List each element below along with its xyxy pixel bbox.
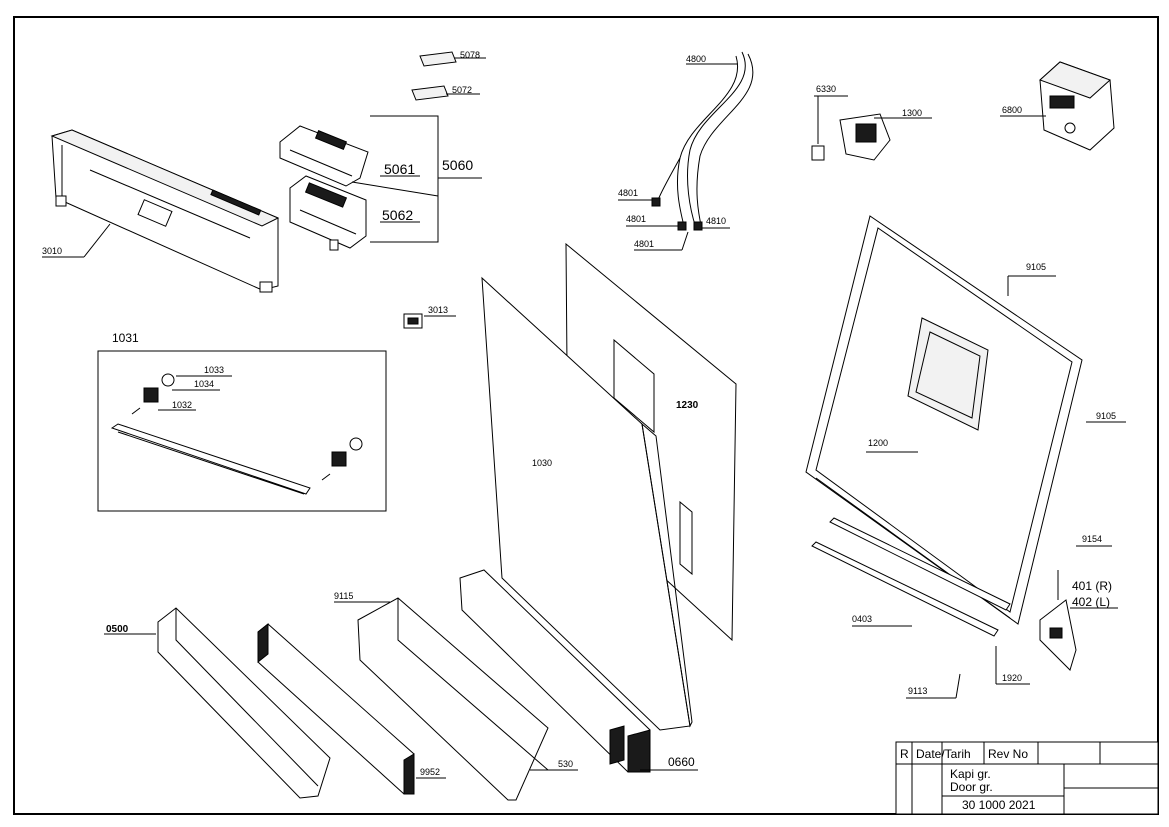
wiring-harness-4800 [651,51,754,231]
callout-1031: 1031 [112,331,139,345]
callout-0500: 0500 [106,624,129,635]
callout-1200: 1200 [868,438,888,448]
callout-3013: 3013 [428,305,448,315]
module-5062 [289,175,367,251]
callout-1030: 1030 [532,458,552,468]
callout-9154: 9154 [1082,534,1102,544]
title-block-r: R [900,747,909,761]
callout-5060: 5060 [442,157,473,173]
title-block-date-header: Date/Tarih [916,747,971,761]
callout-4800: 4800 [686,54,706,64]
bracket-5060 [370,115,439,243]
callout-4801-a: 4801 [618,188,638,198]
inner-door-1200 [805,215,1083,625]
callout-9105-a: 9105 [1026,262,1046,272]
panel-530 [357,597,549,801]
callout-4810: 4810 [706,216,726,226]
callout-3010: 3010 [42,246,62,256]
callout-6800: 6800 [1002,105,1022,115]
callout-9952: 9952 [420,767,440,777]
callout-4801-c: 4801 [634,239,654,249]
strip-5078 [419,51,457,67]
callout-9113: 9113 [908,686,927,696]
strip-5072 [411,85,449,101]
callout-6330: 6330 [816,84,836,94]
callout-0403: 0403 [852,614,872,624]
title-block-rev-header: Rev No [988,747,1028,761]
title-block-title-tr: Kapi gr. [950,767,991,781]
callout-0660: 0660 [668,755,695,769]
callout-402: 402 (L) [1072,595,1110,609]
callout-1230: 1230 [676,400,699,411]
door-lock-1300 [811,113,891,161]
outer-door-1030 [481,276,693,731]
callout-1920: 1920 [1002,673,1022,683]
callout-9105-b: 9105 [1096,411,1116,421]
callout-1300: 1300 [902,108,922,118]
callout-5061: 5061 [384,161,415,177]
callout-5072: 5072 [452,85,472,95]
title-block-drawing-no: 30 1000 2021 [962,798,1036,812]
callout-9115: 9115 [334,591,353,601]
panel-9952 [257,622,415,795]
callout-5062: 5062 [382,207,413,223]
callout-530: 530 [558,759,573,769]
title-block [895,741,1159,815]
title-block-title-en: Door gr. [950,780,993,794]
strip-0403 [811,517,1011,637]
inset-1031 [97,350,387,512]
panel-0660 [459,569,651,773]
handle-1031 [110,373,363,495]
callout-1034: 1034 [194,379,214,389]
dispenser-6800 [1039,61,1115,151]
callout-401: 401 (R) [1072,579,1112,593]
module-5061 [279,125,369,187]
callout-5078: 5078 [460,50,480,60]
hinge-401-402 [1039,570,1077,671]
plinth-0500 [157,607,331,799]
callout-4801-b: 4801 [626,214,646,224]
callout-1033: 1033 [204,365,224,375]
control-panel-3010 [50,129,280,293]
callout-1032: 1032 [172,400,192,410]
